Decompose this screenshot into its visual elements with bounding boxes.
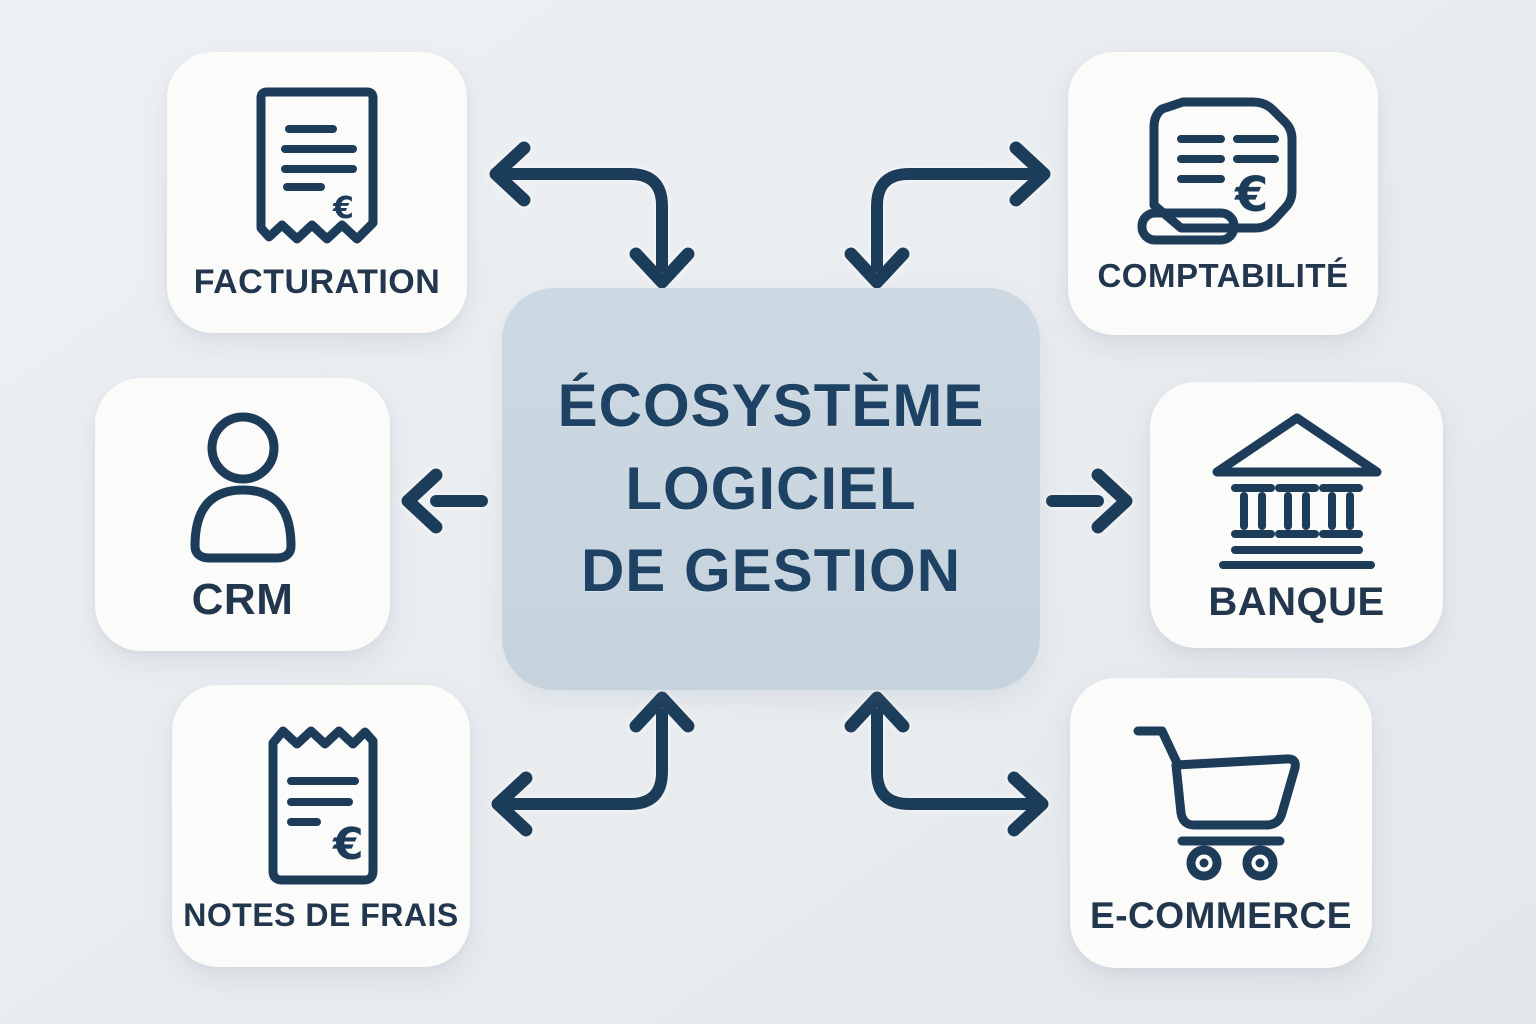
accounting-document-icon: € [1137,97,1297,245]
invoice-receipt-icon: € [256,87,378,243]
euro-symbol: € [1234,167,1268,223]
connector-center-banque [1046,468,1133,534]
node-crm: CRM [95,378,390,651]
arrowhead-to-ecommerce [1007,771,1049,837]
arrowhead-to-notes-de-frais [491,771,533,837]
shopping-cart-icon [1133,726,1300,880]
arrowhead-to-center-top-right [844,247,910,289]
node-label-ecommerce: E-COMMERCE [1090,894,1352,936]
node-label-comptabilite: COMPTABILITÉ [1097,257,1349,294]
node-banque: BANQUE [1150,382,1443,648]
arrowhead-to-facturation [489,141,531,207]
node-ecommerce: E-COMMERCE [1070,678,1372,968]
node-label-banque: BANQUE [1208,580,1385,624]
node-comptabilite: € COMPTABILITÉ [1068,52,1378,335]
diagram-title: ÉCOSYSTÈME LOGICIEL DE GESTION [557,371,985,605]
arrowhead-to-comptabilite [1009,141,1051,207]
node-notes-de-frais: € NOTES DE FRAIS [172,685,470,967]
arrowhead-to-center-top-left [629,247,695,289]
customer-person-icon [190,412,295,562]
arrowhead-to-center-bottom-left [629,691,695,733]
bank-columns [1230,484,1363,538]
arrowhead-to-center-bottom-right [844,691,910,733]
expense-receipt-icon: € [268,726,378,885]
connector-center-notes-de-frais [491,691,695,837]
bank-building-icon [1212,413,1381,569]
connector-center-crm [401,468,488,534]
connector-center-comptabilite [844,141,1051,289]
euro-symbol: € [332,819,364,870]
node-label-facturation: FACTURATION [193,262,441,301]
connector-center-facturation [489,141,695,289]
connector-center-ecommerce [844,691,1049,837]
arrowhead-to-crm [401,468,443,534]
euro-symbol: € [332,191,354,226]
node-label-notes-de-frais: NOTES DE FRAIS [183,897,459,933]
center-node: ÉCOSYSTÈME LOGICIEL DE GESTION [502,288,1040,690]
arrowhead-to-banque [1091,468,1133,534]
node-facturation: € FACTURATION [167,52,467,333]
node-label-crm: CRM [191,574,294,624]
